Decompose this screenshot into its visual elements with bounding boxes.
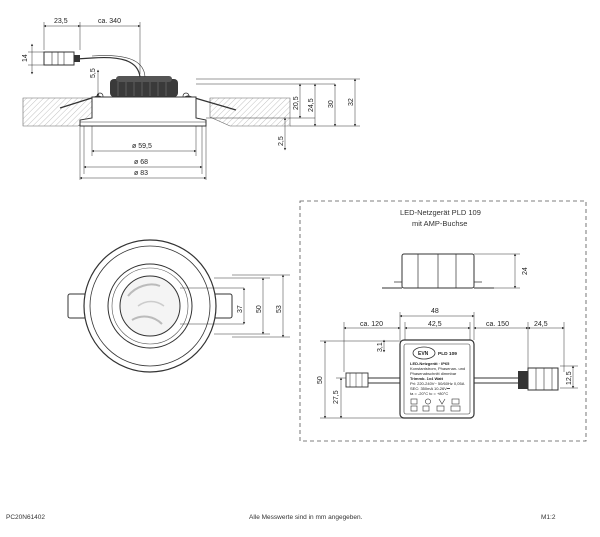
psu-label-line6: SEC: 350mA 10-26V⎓ xyxy=(410,386,451,391)
psu-dim-12-5: 12,5 xyxy=(566,371,573,385)
psu-dim-42-5: 42,5 xyxy=(428,321,442,328)
lens xyxy=(119,275,181,337)
dim-50: 50 xyxy=(256,305,263,313)
psu-dim-24-5: 24,5 xyxy=(534,321,548,328)
psu-label-line1: LED-Netzgerät · IP65 xyxy=(410,361,450,366)
psu-left-plug xyxy=(345,372,369,388)
dim-53: 53 xyxy=(276,305,283,313)
psu-dim-3-1: 3,1 xyxy=(377,342,384,352)
psu-body xyxy=(399,339,475,419)
psu-title-line2: mit AMP-Buchse xyxy=(412,219,467,228)
psu-dashed-frame xyxy=(299,200,587,442)
certification-icons xyxy=(410,398,461,412)
dim-dia-83: ø 83 xyxy=(134,170,148,177)
psu-dim-50: 50 xyxy=(317,376,324,384)
spring-tab-right xyxy=(213,293,233,319)
amp-connector xyxy=(43,51,80,66)
psu-dim-27-5: 27,5 xyxy=(333,390,340,404)
psu-dim-24: 24 xyxy=(522,267,529,275)
footer-code: PC20N61402 xyxy=(6,514,46,521)
psu-top-view: EVN PLD 109 LED-Netzgerät · IP65 Konstan… xyxy=(320,312,578,419)
dim-24-5: 24,5 xyxy=(308,98,315,112)
psu-dim-48: 48 xyxy=(431,308,439,315)
psu-label-line3: Phasenabschnitt dimmbar xyxy=(410,371,457,376)
dim-2-5: 2,5 xyxy=(278,136,285,146)
dim-32: 32 xyxy=(348,98,355,106)
dim-20-5: 20,5 xyxy=(293,96,300,110)
dim-23-5: 23,5 xyxy=(54,18,68,25)
dim-dia-68: ø 68 xyxy=(134,159,148,166)
psu-side-view: 24 xyxy=(382,253,529,289)
psu-label-line5: Pri: 220-240V~ 50/60Hz 0,05A xyxy=(410,381,465,386)
footer-note: Alle Messwerte sind in mm angegeben. xyxy=(249,514,363,521)
psu-dim-ca-150: ca. 150 xyxy=(486,321,509,328)
psu-label-line4: Trimmb. 1x4 Watt xyxy=(410,376,444,381)
psu-model: PLD 109 xyxy=(438,351,457,357)
heat-sink xyxy=(110,79,178,97)
dim-dia-59-5: ø 59,5 xyxy=(132,143,152,150)
dim-ca-340: ca. 340 xyxy=(98,18,121,25)
front-view: 37 50 53 xyxy=(67,239,290,373)
psu-title-line1: LED-Netzgerät PLD 109 xyxy=(400,208,481,217)
cable xyxy=(75,56,141,78)
dim-30: 30 xyxy=(328,100,335,108)
psu-label-line7: ta = -20°C tc = +80°C xyxy=(410,391,448,396)
evn-logo xyxy=(412,346,436,360)
footer-scale: M1:2 xyxy=(541,514,556,521)
dim-5-5: 5,5 xyxy=(90,68,97,78)
dim-37: 37 xyxy=(237,305,244,313)
psu-dim-ca-120: ca. 120 xyxy=(360,321,383,328)
spring-tab-left xyxy=(67,293,87,319)
side-view: 23,5 ca. 340 14 5,5 20,5 24,5 30 32 2,5 … xyxy=(22,18,360,180)
psu-right-connector xyxy=(518,367,559,391)
dim-14: 14 xyxy=(22,54,29,62)
psu-label-line2: Konstantstrom, Phasenan- und xyxy=(410,366,465,371)
psu-brand: EVN xyxy=(418,351,429,357)
ceiling-right xyxy=(209,97,291,127)
psu-panel: LED-Netzgerät PLD 109 mit AMP-Buchse 24 xyxy=(299,200,587,442)
lamp-housing xyxy=(79,96,207,127)
